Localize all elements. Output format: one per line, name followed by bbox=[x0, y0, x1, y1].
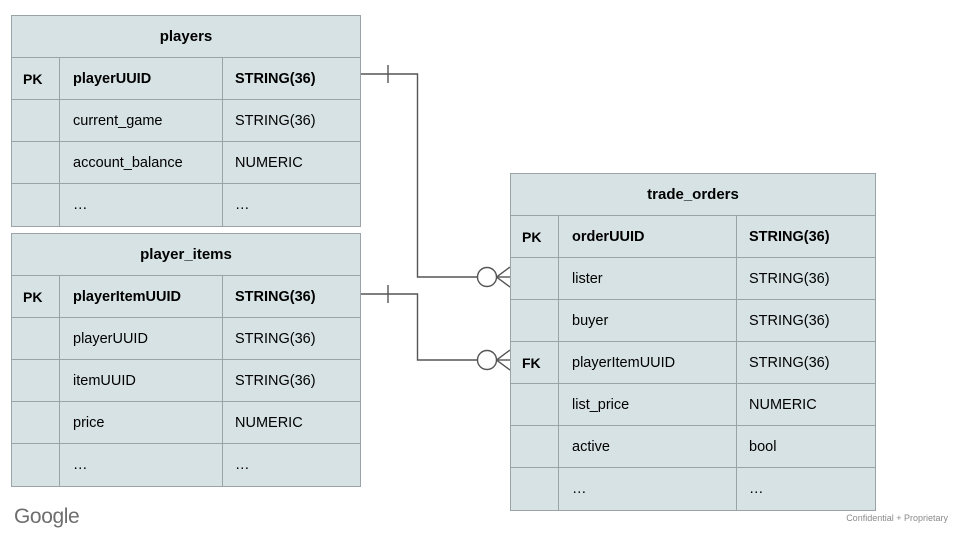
row-name: buyer bbox=[559, 300, 737, 341]
row-key bbox=[12, 360, 60, 401]
table-row[interactable]: current_game STRING(36) bbox=[12, 100, 360, 142]
row-name: active bbox=[559, 426, 737, 467]
row-key: PK bbox=[12, 58, 60, 99]
row-name: playerUUID bbox=[60, 318, 223, 359]
row-key bbox=[511, 468, 559, 510]
row-name: … bbox=[60, 184, 223, 226]
row-key: FK bbox=[511, 342, 559, 383]
table-row[interactable]: PK orderUUID STRING(36) bbox=[511, 216, 875, 258]
row-type: STRING(36) bbox=[749, 354, 830, 371]
relationship-player-items-trade-orders bbox=[361, 285, 511, 371]
row-type: STRING(36) bbox=[749, 228, 830, 245]
row-name: current_game bbox=[60, 100, 223, 141]
row-key bbox=[12, 142, 60, 183]
row-type: bool bbox=[749, 438, 777, 455]
row-key bbox=[12, 402, 60, 443]
table-row[interactable]: account_balance NUMERIC bbox=[12, 142, 360, 184]
row-type: NUMERIC bbox=[235, 154, 303, 171]
row-type: NUMERIC bbox=[235, 414, 303, 431]
row-key bbox=[12, 318, 60, 359]
table-player-items[interactable]: player_items PK playerItemUUID STRING(36… bbox=[11, 233, 361, 487]
row-name: list_price bbox=[559, 384, 737, 425]
row-name: account_balance bbox=[60, 142, 223, 183]
table-row[interactable]: list_price NUMERIC bbox=[511, 384, 875, 426]
row-type: … bbox=[235, 457, 250, 473]
table-row[interactable]: PK playerUUID STRING(36) bbox=[12, 58, 360, 100]
table-row[interactable]: active bool bbox=[511, 426, 875, 468]
table-title-player-items: player_items bbox=[12, 234, 360, 276]
row-type: STRING(36) bbox=[235, 330, 316, 347]
row-name: … bbox=[60, 444, 223, 486]
row-type: STRING(36) bbox=[749, 312, 830, 329]
row-type: STRING(36) bbox=[235, 70, 316, 87]
row-type: STRING(36) bbox=[235, 372, 316, 389]
confidentiality-note: Confidential + Proprietary bbox=[846, 513, 948, 523]
row-key bbox=[511, 426, 559, 467]
table-row[interactable]: lister STRING(36) bbox=[511, 258, 875, 300]
table-players[interactable]: players PK playerUUID STRING(36) current… bbox=[11, 15, 361, 227]
row-name: price bbox=[60, 402, 223, 443]
row-key bbox=[511, 300, 559, 341]
row-key bbox=[12, 100, 60, 141]
row-type: STRING(36) bbox=[235, 288, 316, 305]
table-row[interactable]: … … bbox=[511, 468, 875, 510]
google-logo: Google bbox=[14, 505, 80, 528]
table-row[interactable]: buyer STRING(36) bbox=[511, 300, 875, 342]
row-name: itemUUID bbox=[60, 360, 223, 401]
table-title-trade-orders: trade_orders bbox=[511, 174, 875, 216]
cardinality-zero-circle bbox=[476, 266, 498, 288]
cardinality-many-crowsfoot bbox=[496, 266, 511, 288]
row-name: orderUUID bbox=[559, 216, 737, 257]
table-row[interactable]: PK playerItemUUID STRING(36) bbox=[12, 276, 360, 318]
row-type: NUMERIC bbox=[749, 396, 817, 413]
row-name: lister bbox=[559, 258, 737, 299]
row-name: playerUUID bbox=[60, 58, 223, 99]
table-row[interactable]: … … bbox=[12, 444, 360, 486]
row-key: PK bbox=[12, 276, 60, 317]
row-key bbox=[12, 184, 60, 226]
row-key bbox=[511, 258, 559, 299]
row-type: … bbox=[235, 197, 250, 213]
table-row[interactable]: price NUMERIC bbox=[12, 402, 360, 444]
table-row[interactable]: FK playerItemUUID STRING(36) bbox=[511, 342, 875, 384]
relationship-players-trade-orders bbox=[361, 65, 511, 288]
table-row[interactable]: playerUUID STRING(36) bbox=[12, 318, 360, 360]
row-type: … bbox=[749, 481, 764, 497]
row-key bbox=[511, 384, 559, 425]
row-key bbox=[12, 444, 60, 486]
row-name: playerItemUUID bbox=[559, 342, 737, 383]
cardinality-zero-circle bbox=[476, 349, 498, 371]
row-name: playerItemUUID bbox=[60, 276, 223, 317]
row-key: PK bbox=[511, 216, 559, 257]
table-row[interactable]: itemUUID STRING(36) bbox=[12, 360, 360, 402]
row-name: … bbox=[559, 468, 737, 510]
table-title-players: players bbox=[12, 16, 360, 58]
row-type: STRING(36) bbox=[749, 270, 830, 287]
table-row[interactable]: … … bbox=[12, 184, 360, 226]
table-trade-orders[interactable]: trade_orders PK orderUUID STRING(36) lis… bbox=[510, 173, 876, 511]
row-type: STRING(36) bbox=[235, 112, 316, 129]
cardinality-many-crowsfoot bbox=[496, 349, 511, 371]
